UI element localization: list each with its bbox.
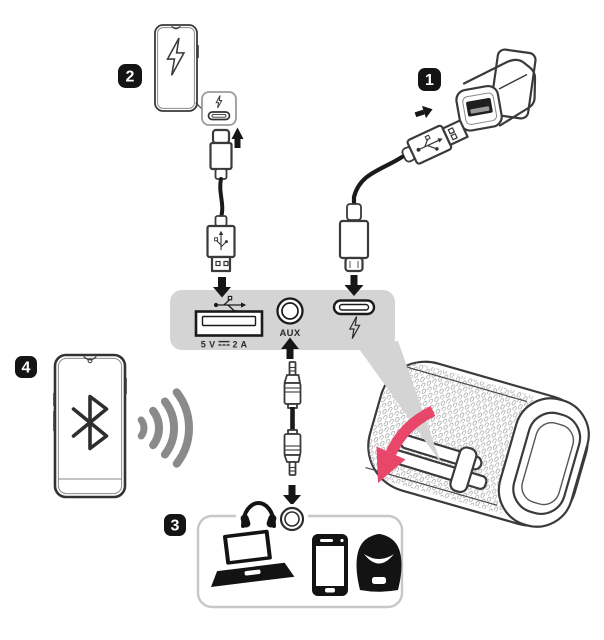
down-arrow	[213, 277, 231, 298]
wireless-waves-icon	[137, 388, 193, 468]
smartphone-icon	[312, 534, 348, 596]
step1-power: 1	[338, 48, 537, 296]
audio-player-icon	[356, 534, 402, 592]
flap-strap	[449, 446, 478, 494]
step1-badge	[418, 68, 441, 91]
usb-c-charge-callout	[201, 91, 237, 126]
step2-charge-phone: 2	[118, 24, 244, 298]
laptop-icon	[210, 529, 295, 587]
step3-aux: 3	[164, 337, 404, 609]
aux-jack-ring-icon	[277, 504, 307, 534]
step3-badge-number: 3	[171, 518, 180, 535]
step3-badge	[164, 514, 186, 536]
step4-badge	[15, 356, 37, 378]
charging-smartphone	[154, 24, 199, 112]
usb-a-connector	[206, 215, 236, 273]
speaker-end-cap	[497, 397, 590, 528]
step2-badge	[118, 64, 142, 88]
down-arrow	[283, 485, 301, 506]
aux-label: AUX	[280, 328, 301, 339]
usb-c-plug	[338, 203, 370, 273]
phone-side-button	[196, 45, 199, 58]
down-arrow	[344, 275, 364, 296]
usb-power-left-label: 5 V	[201, 340, 216, 350]
up-arrow	[281, 337, 299, 359]
usb-c-plug	[209, 128, 233, 180]
power-adapter	[455, 58, 537, 132]
wall-outlet	[489, 48, 537, 120]
usb-c-port[interactable]	[332, 299, 376, 316]
step4-badge-number: 4	[22, 360, 31, 377]
usb-cable	[218, 177, 225, 219]
insert-arrow	[414, 105, 433, 119]
usb-a-port[interactable]	[194, 310, 264, 337]
open-cover-arrow	[376, 406, 436, 483]
dc-symbol	[218, 340, 230, 346]
usb-power-right-label: 2 A	[233, 340, 248, 350]
aux-cable	[283, 361, 302, 476]
phone-side-button	[53, 393, 56, 406]
panel-callout-tail	[357, 341, 441, 463]
headphones-icon	[240, 500, 277, 528]
power-cable	[351, 154, 405, 208]
usb-power-rating: 5 V 2 A	[201, 340, 248, 350]
phone-side-button	[53, 411, 56, 431]
step1-badge-number: 1	[425, 72, 434, 89]
up-arrow	[231, 127, 244, 148]
aux-port[interactable]	[276, 297, 304, 325]
step4-bluetooth: 4	[15, 353, 193, 499]
bluetooth-icon	[71, 394, 109, 451]
bluetooth-smartphone	[53, 353, 127, 499]
phone-side-button	[124, 378, 127, 394]
bluetooth-speaker	[360, 356, 590, 528]
step2-badge-number: 2	[126, 69, 135, 86]
usb-a-plug	[401, 119, 469, 165]
